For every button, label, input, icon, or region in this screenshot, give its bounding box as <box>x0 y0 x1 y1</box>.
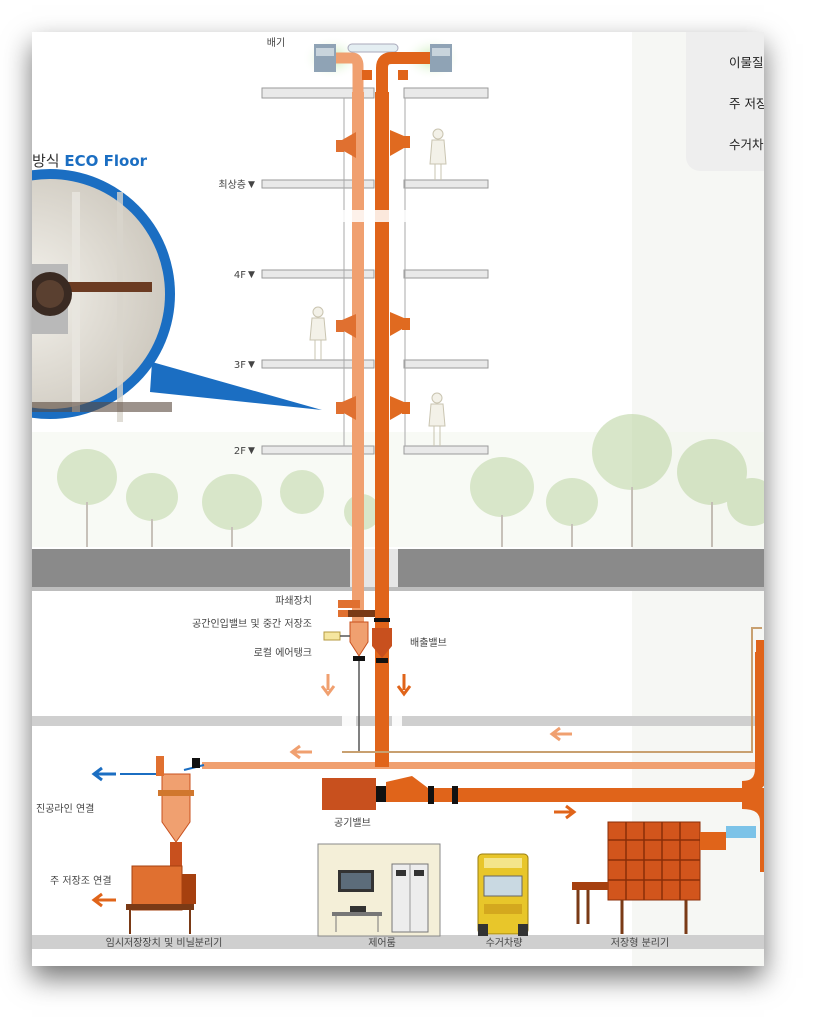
floor-marker: ▼ <box>248 360 255 370</box>
air-valve-label: 공기밸브 <box>334 818 371 829</box>
floor-label-top: 최상층 <box>218 180 246 191</box>
truck-label: 수거차량 <box>485 938 523 949</box>
air-valve-unit <box>322 776 458 810</box>
photo-callout <box>32 169 322 422</box>
vacuum-link-label: 진공라인 연결 <box>36 804 95 815</box>
floor-label-3f: 3F <box>233 360 246 371</box>
separator-label: 저장형 분리기 <box>610 938 670 949</box>
floor-marker: ▼ <box>248 180 255 190</box>
horizontal-pipe-dark <box>392 788 764 802</box>
temp-storage-label: 임시저장장치 및 비닐분리기 <box>105 938 223 949</box>
eco-floor-heading: 방식 ECO Floor <box>32 150 147 171</box>
floor-inlets-left <box>336 132 356 420</box>
floor-label-2f: 2F <box>233 446 246 457</box>
floor-marker: ▼ <box>248 270 255 280</box>
intermediate-tank <box>349 621 369 661</box>
legend-item: 수거차 <box>729 137 764 152</box>
floor-base <box>32 935 764 949</box>
legend-item: 주 저장 <box>729 96 764 111</box>
horizontal-pipe-light <box>202 762 764 769</box>
vertical-pipe-light <box>352 92 364 632</box>
control-room-label: 제어룸 <box>368 938 396 949</box>
heading-brand: ECO Floor <box>64 152 148 170</box>
collection-truck <box>477 853 529 936</box>
heading-prefix: 방식 <box>32 152 60 170</box>
shredder-assembly <box>338 600 376 617</box>
discharge-valve-label: 배출밸브 <box>410 638 447 649</box>
vacuum-line <box>342 627 762 753</box>
floor-inlets-right <box>390 130 410 420</box>
local-air-tank-label: 로컬 에어탱크 <box>253 648 312 659</box>
system-diagram <box>32 32 764 966</box>
exhaust-label: 배기 <box>266 38 286 49</box>
vertical-pipe-dark <box>375 92 389 762</box>
trees-background <box>32 414 764 547</box>
temp-storage-unit <box>120 756 205 934</box>
exhaust-fans <box>314 43 452 92</box>
main-storage-link-label: 주 저장조 연결 <box>50 876 112 887</box>
local-air-tank <box>323 631 360 752</box>
legend-panel: 이물질 주 저장 수거차 <box>686 32 764 171</box>
control-room <box>317 843 441 937</box>
storage-separator <box>572 821 756 934</box>
legend-item: 이물질 <box>729 55 764 70</box>
floor-label-4f: 4F <box>233 270 246 281</box>
floor-slabs <box>261 87 489 455</box>
flow-arrows <box>91 674 577 908</box>
inlet-valve-label: 공간인입밸브 및 중간 저장조 <box>192 619 312 630</box>
people-figures <box>309 128 447 446</box>
discharge-valve <box>372 608 392 663</box>
shredder-label: 파쇄장치 <box>275 596 312 607</box>
floor-marker: ▼ <box>248 446 255 456</box>
diagram-page: 방식 ECO Floor 이물질 주 저장 수거차 배기 최상층 ▼ 4F ▼ … <box>32 32 764 966</box>
